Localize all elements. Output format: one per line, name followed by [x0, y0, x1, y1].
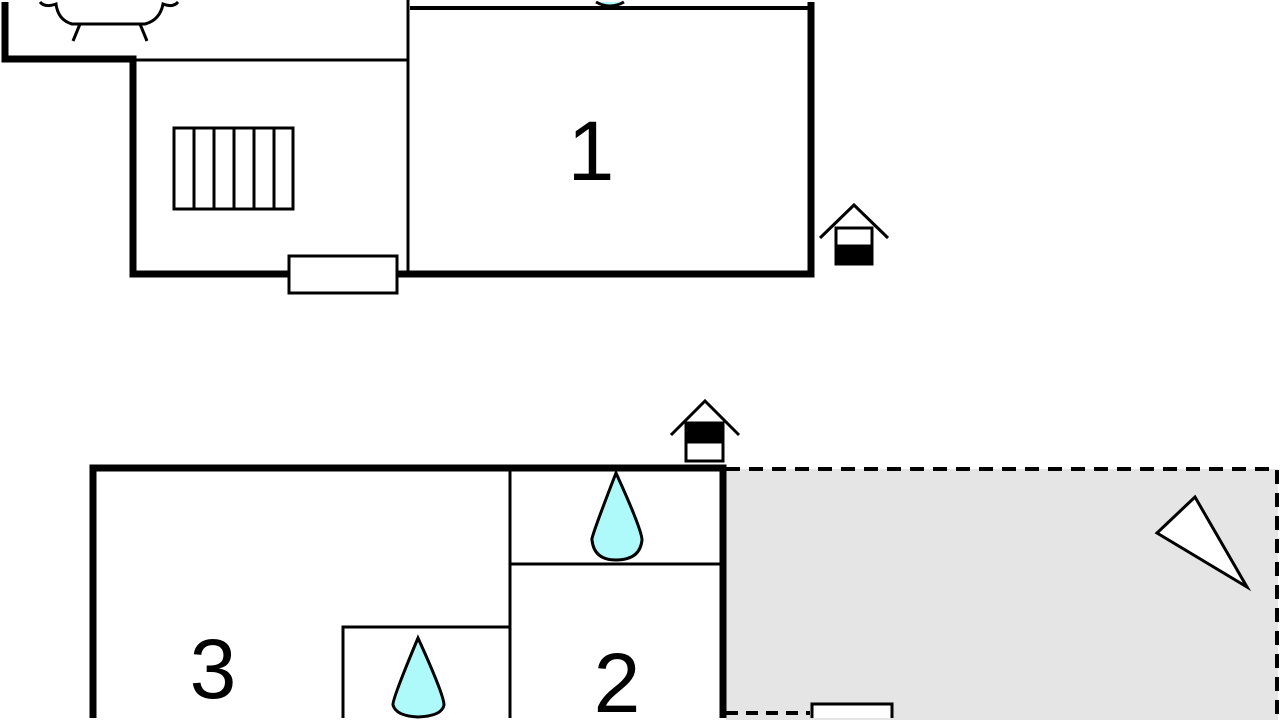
water-drop-icon	[595, 0, 625, 8]
room-label-2: 2	[594, 636, 641, 720]
radiator-icon	[172, 126, 295, 211]
water-drop-icon	[391, 634, 446, 719]
window-icon	[810, 702, 894, 718]
sofa-icon	[38, 0, 180, 42]
upper-level	[1, 0, 890, 295]
water-drop-icon	[590, 469, 644, 562]
window-icon	[287, 254, 399, 295]
terrace-boundary	[726, 467, 1279, 718]
upper-outer-wall	[1, 2, 815, 278]
room-label-3: 3	[190, 622, 237, 716]
lower-outer-wall	[89, 464, 727, 718]
lower-level	[89, 398, 1279, 720]
lower-interior-wall	[341, 625, 510, 718]
house-entrance-icon	[818, 202, 890, 266]
room-label-1: 1	[568, 104, 615, 198]
compass-north-icon	[1154, 494, 1252, 592]
house-entrance-icon	[669, 398, 741, 463]
